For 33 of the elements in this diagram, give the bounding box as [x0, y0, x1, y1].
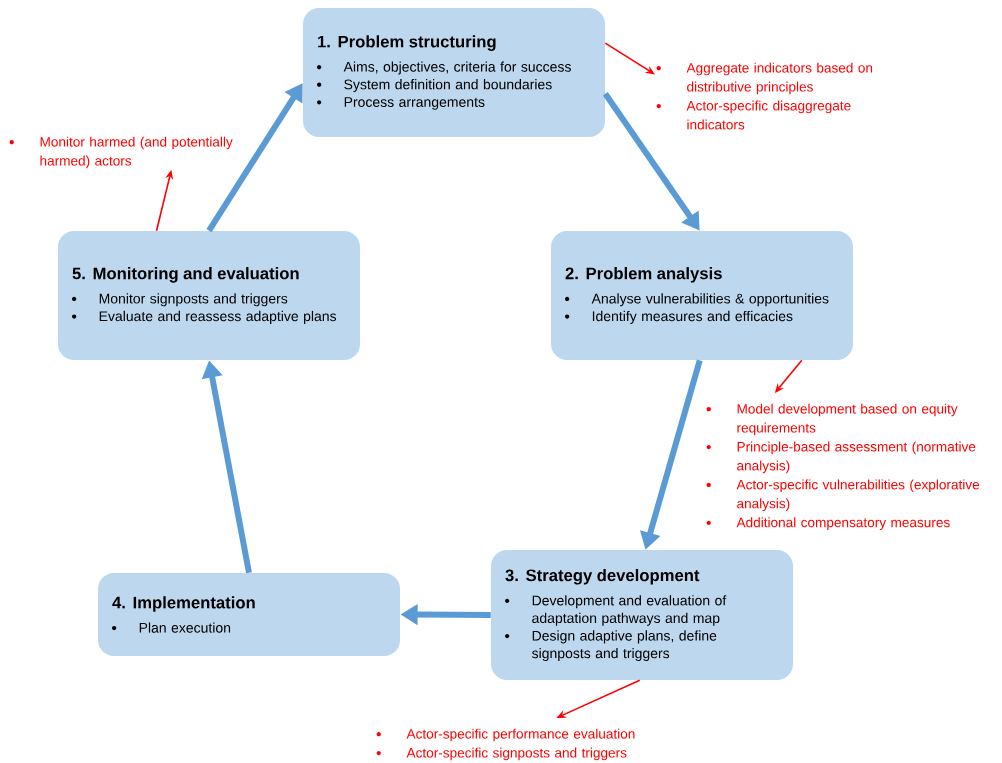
bullet-item: Aggregate indicators based on distributive principles	[656, 62, 873, 95]
bullet-item: Actor-specific performance evaluation	[376, 728, 635, 742]
process-box	[551, 230, 853, 361]
process-box	[98, 573, 400, 656]
box-title: 1. Problem structuring	[318, 35, 496, 51]
note-list	[656, 62, 873, 130]
process-box	[303, 7, 605, 138]
box-title: 2. Problem analysis	[565, 267, 722, 283]
box-title: 3. Strategy development	[505, 568, 700, 585]
box-title: 4. Implementation	[112, 596, 255, 612]
bullet-item: Actor-specific vulnerabilities (explorative analysis)	[706, 479, 980, 511]
bullet-item: Evaluate and reassess adaptive plans	[72, 310, 337, 324]
note-list	[706, 403, 980, 530]
process-box	[491, 550, 793, 680]
box-title: 5. Monitoring and evaluation	[72, 267, 299, 283]
bullet-item: Process arrangements	[317, 97, 485, 110]
bullet-item: Monitor signposts and triggers	[72, 293, 288, 307]
bullet-item: Plan execution	[112, 622, 231, 633]
bullet-item: Monitor harmed (and potentially harmed) actors	[9, 136, 233, 169]
note-list	[376, 728, 635, 761]
bullet-item: Additional compensatory measures	[706, 517, 950, 530]
bullet-item: Design adaptive plans, define signposts and triggers	[505, 630, 717, 661]
arrow	[604, 42, 655, 75]
bullet-item: Analyse vulnerabilities & opportunities	[565, 293, 829, 307]
bullet-item: Aims, objectives, criteria for success	[317, 61, 571, 75]
bullet-item: Model development based on equity requirements	[706, 403, 958, 436]
bullet-item: Actor-specific signposts and triggers	[376, 747, 627, 761]
bullet-item: Actor-specific disaggregate indicators	[656, 100, 851, 130]
bullet-item: Identify measures and efficacies	[565, 310, 793, 324]
bullet-item: Principle-based assessment (normative analysis)	[706, 441, 976, 474]
bullet-item: Development and evaluation of adaptation pathways and map	[505, 595, 727, 626]
bullet-item: System definition and boundaries	[317, 79, 552, 93]
process-box	[58, 230, 360, 361]
